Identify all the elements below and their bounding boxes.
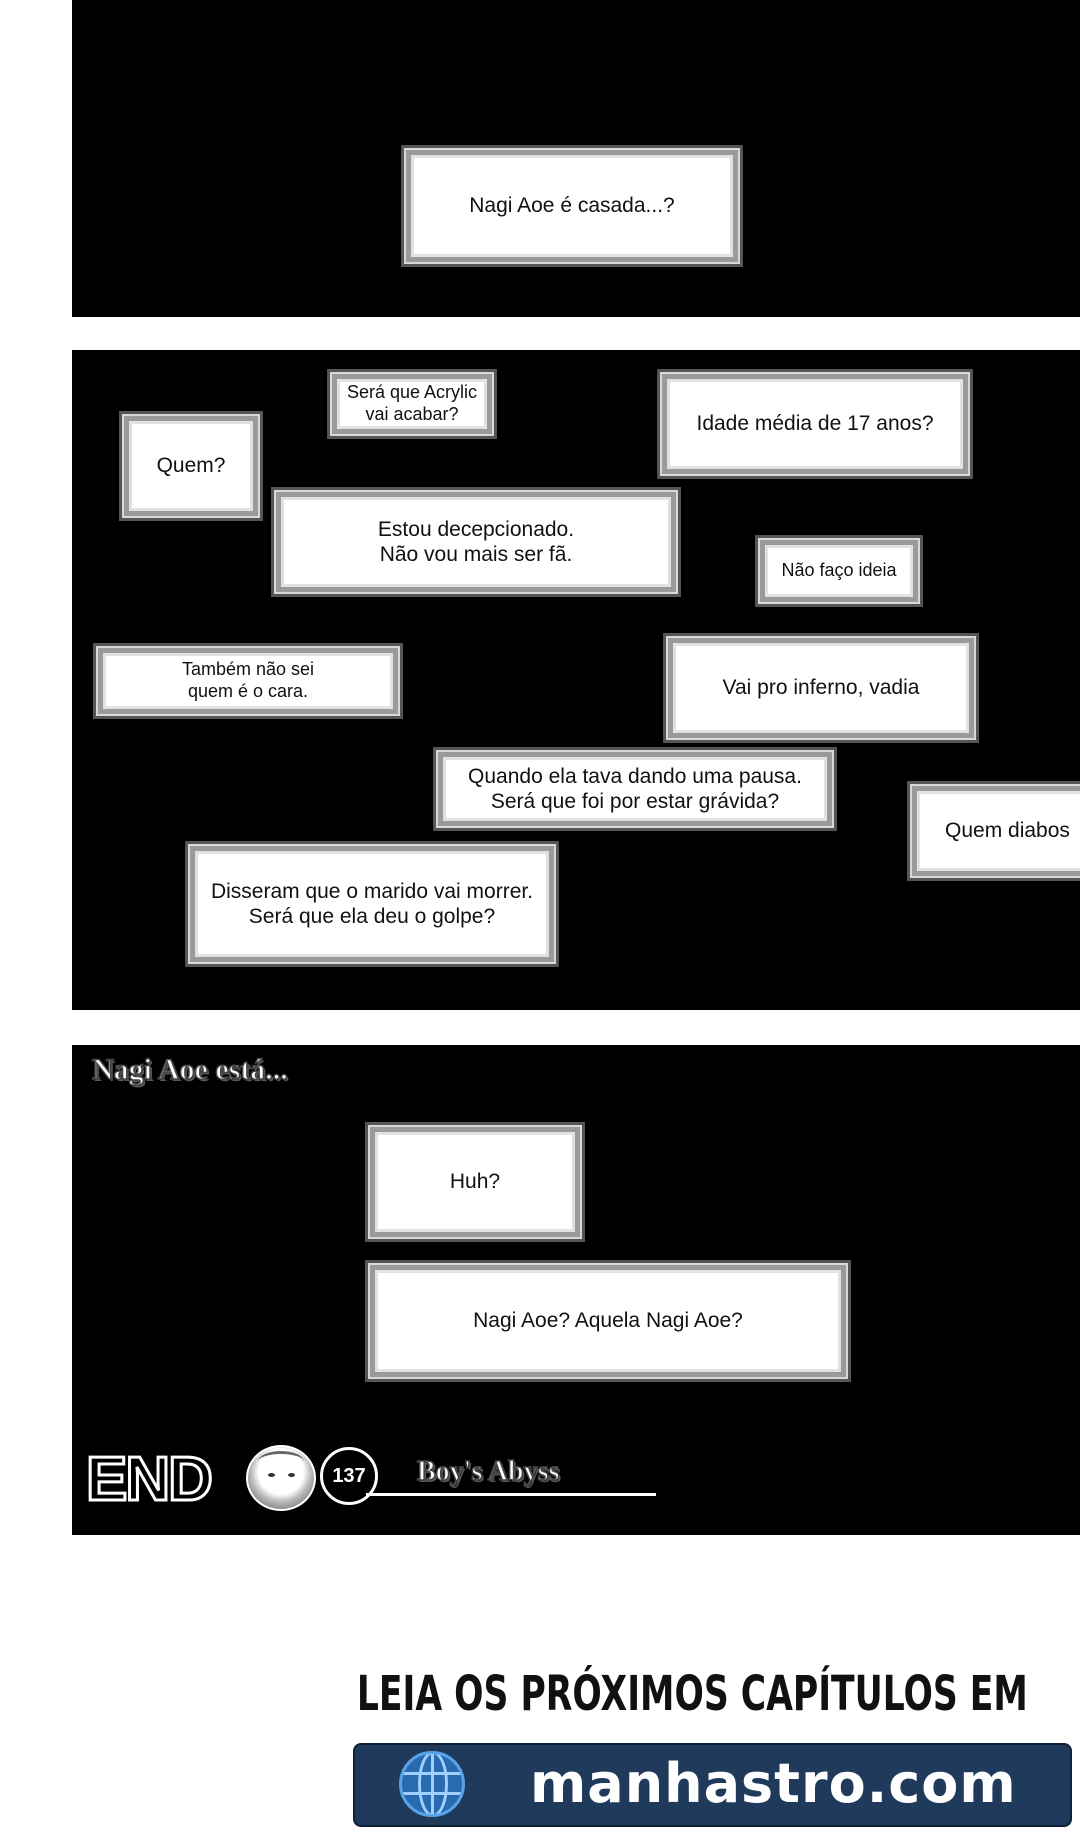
promo-banner: LEIA OS PRÓXIMOS CAPÍTULOS EM manhastro.… bbox=[0, 1670, 1080, 1835]
character-face-icon bbox=[246, 1445, 316, 1511]
site-url[interactable]: manhastro.com bbox=[530, 1752, 1017, 1815]
series-title: Boy's Abyss bbox=[416, 1455, 560, 1488]
end-label: END bbox=[85, 1445, 215, 1514]
speech-box-tambem-nao-sei: Também não sei quem é o cara. bbox=[98, 648, 398, 714]
speech-box-vai-pro-inferno: Vai pro inferno, vadia bbox=[668, 638, 974, 738]
chapter-number: 137 bbox=[320, 1447, 378, 1505]
site-link-bar[interactable]: manhastro.com bbox=[355, 1745, 1070, 1825]
speech-box-marido-golpe: Disseram que o marido vai morrer. Será q… bbox=[190, 846, 554, 962]
promo-headline: LEIA OS PRÓXIMOS CAPÍTULOS EM bbox=[357, 1666, 1028, 1722]
speech-box-casada: Nagi Aoe é casada...? bbox=[406, 150, 738, 262]
speech-box-acrylic: Será que Acrylic vai acabar? bbox=[332, 374, 492, 434]
speech-box-decepcionado: Estou decepcionado. Não vou mais ser fã. bbox=[276, 492, 676, 592]
globe-icon bbox=[399, 1751, 465, 1817]
speech-box-idade-media: Idade média de 17 anos? bbox=[662, 374, 968, 474]
comic-panel-3: Nagi Aoe está... Huh? Nagi Aoe? Aquela N… bbox=[72, 1045, 1080, 1535]
speech-box-aquela-nagi-aoe: Nagi Aoe? Aquela Nagi Aoe? bbox=[370, 1265, 846, 1377]
narration-caption: Nagi Aoe está... bbox=[91, 1052, 288, 1087]
comic-panel-2: Será que Acrylic vai acabar? Idade média… bbox=[72, 350, 1080, 1010]
speech-box-huh: Huh? bbox=[370, 1127, 580, 1237]
speech-box-pausa-gravida: Quando ela tava dando uma pausa. Será qu… bbox=[438, 752, 832, 826]
speech-box-quem: Quem? bbox=[124, 416, 258, 516]
speech-box-quem-diabos: Quem diabos bbox=[912, 786, 1080, 876]
speech-box-nao-faco-ideia: Não faço ideia bbox=[760, 540, 918, 602]
end-underline bbox=[366, 1493, 656, 1496]
comic-panel-1: Nagi Aoe é casada...? bbox=[72, 0, 1080, 317]
